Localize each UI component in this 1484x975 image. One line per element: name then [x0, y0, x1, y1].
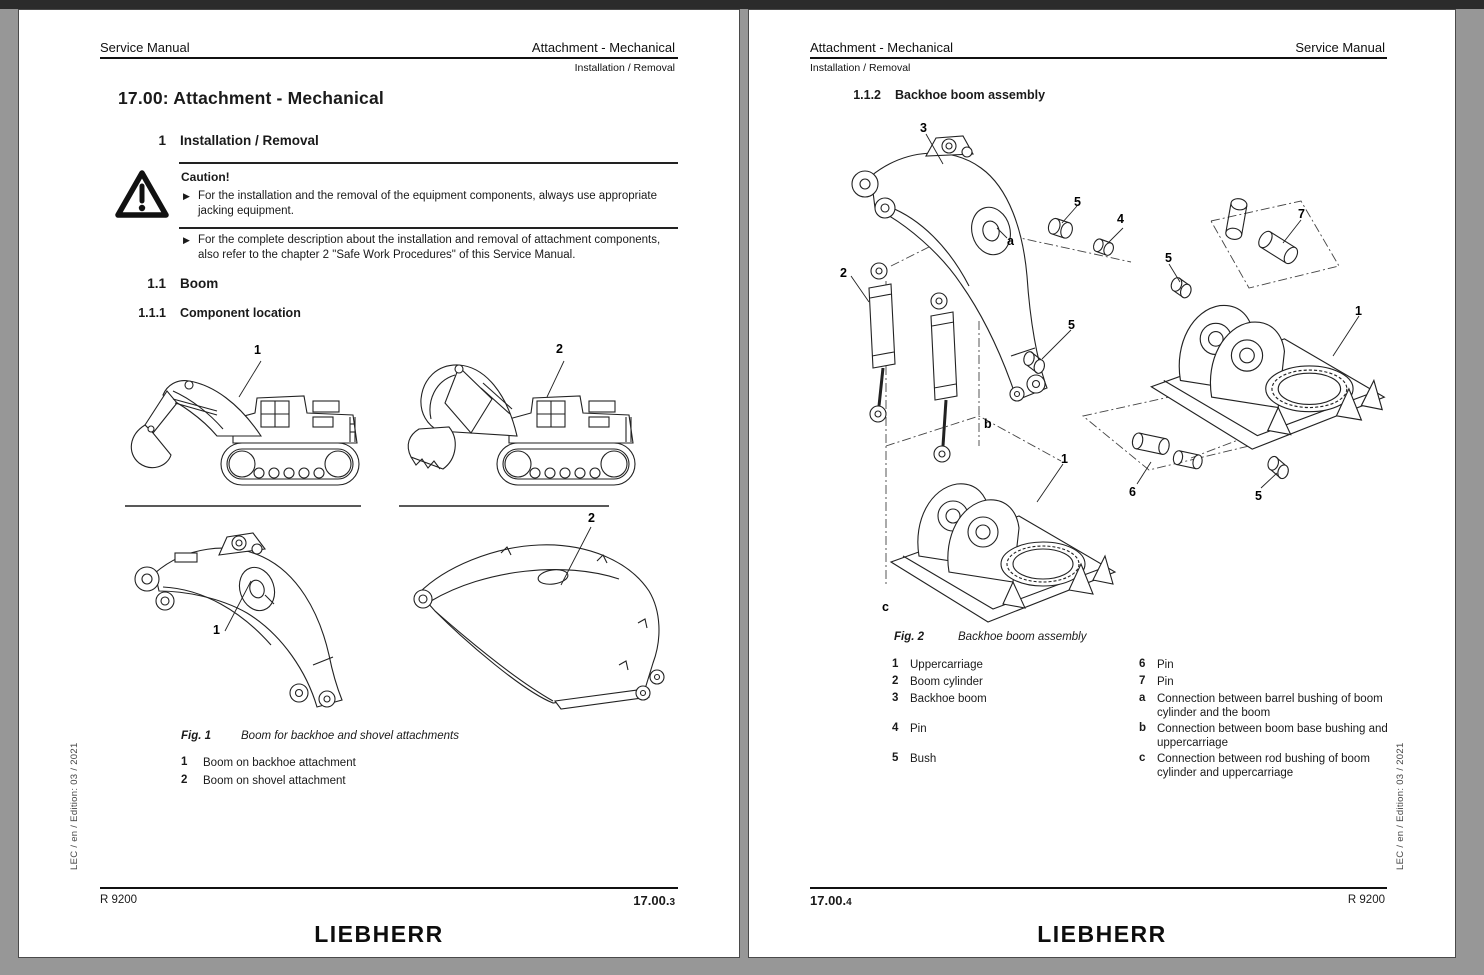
section-label: Backhoe boom assembly — [895, 88, 1046, 102]
header-rule — [810, 57, 1387, 59]
legend-text: Connection between boom base bushing and… — [1157, 723, 1388, 749]
legend-number: 2 — [892, 675, 899, 687]
legend-text: Boom on shovel attachment — [203, 775, 346, 787]
legend-number: 2 — [181, 774, 188, 786]
legend-number: 1 — [181, 756, 188, 768]
footer-model: R 9200 — [100, 894, 138, 906]
footer-chapter: 17.00. — [810, 893, 847, 908]
figure-callout: 6 — [1129, 485, 1136, 499]
subsubsection-label: Component location — [180, 306, 301, 320]
liebherr-logo: LIEBHERR — [1037, 920, 1167, 948]
figure-callout: c — [882, 600, 889, 614]
footer-rule — [810, 887, 1387, 889]
window-top-strip — [0, 0, 1484, 9]
subsection-number: 1.1 — [147, 276, 166, 291]
section-number: 1.1.2 — [853, 88, 881, 102]
footer-page-number: 17.00.4 — [810, 892, 852, 910]
figure2-drawing — [831, 116, 1396, 636]
warning-triangle-icon — [113, 168, 171, 222]
caution-rule-mid — [179, 227, 678, 229]
caution-title: Caution! — [181, 170, 230, 184]
running-header-left: Service Manual — [100, 40, 190, 55]
liebherr-logo: LIEBHERR — [314, 920, 444, 948]
subsubsection-heading: 1.1.1 Component location — [118, 306, 301, 320]
section-number: 1 — [158, 133, 166, 148]
bullet-arrow-icon: ▶ — [183, 191, 190, 201]
running-header-left: Attachment - Mechanical — [810, 40, 954, 55]
legend-text: Bush — [910, 753, 937, 765]
footer-chapter: 17.00. — [633, 893, 670, 908]
figure-callout: 5 — [1255, 489, 1262, 503]
figure-callout: 5 — [1074, 195, 1081, 209]
figure-callout: 1 — [1355, 304, 1362, 318]
running-header-right: Service Manual — [1295, 40, 1385, 55]
footer-page: 3 — [669, 897, 675, 908]
caution-item: For the complete description about the i… — [198, 234, 661, 261]
legend-number: a — [1139, 692, 1146, 704]
figure-callout: 1 — [254, 343, 261, 357]
caution-item: For the installation and the removal of … — [198, 190, 657, 217]
bullet-arrow-icon: ▶ — [183, 235, 190, 245]
chapter-title: 17.00: Attachment - Mechanical — [118, 88, 384, 108]
subsection-heading: 1.1 Boom — [118, 276, 218, 291]
footer-page-number: 17.00.3 — [633, 892, 675, 910]
manual-page-right: Attachment - Mechanical Service Manual I… — [748, 9, 1456, 958]
figure-callout: 5 — [1165, 251, 1172, 265]
figure-callout: 1 — [1061, 452, 1068, 466]
edition-note: LEC / en / Edition: 03 / 2021 — [1395, 742, 1406, 870]
legend-text: Pin — [1157, 676, 1174, 688]
figure-callout: 2 — [556, 342, 563, 356]
subsubsection-number: 1.1.1 — [138, 306, 166, 320]
figure-callout: 2 — [588, 511, 595, 525]
figure-callout: b — [984, 417, 992, 431]
subsection-label: Boom — [180, 276, 219, 291]
figure-callout: 1 — [213, 623, 220, 637]
figure-caption: Boom for backhoe and shovel attachments — [241, 730, 459, 742]
figure-callout: 7 — [1298, 207, 1305, 221]
legend-number: b — [1139, 722, 1147, 734]
legend-text: Pin — [1157, 659, 1174, 671]
section-heading: 1.1.2 Backhoe boom assembly — [833, 88, 1045, 102]
legend-number: 3 — [892, 692, 899, 704]
figure-callout: 4 — [1117, 212, 1124, 226]
edition-note: LEC / en / Edition: 03 / 2021 — [69, 742, 80, 870]
section-heading: 1 Installation / Removal — [118, 133, 319, 148]
legend-number: 7 — [1139, 675, 1146, 687]
legend-number: 5 — [892, 752, 899, 764]
section-label: Installation / Removal — [180, 133, 319, 148]
running-header-sub: Installation / Removal — [574, 62, 675, 74]
caution-rule-top — [179, 162, 678, 164]
running-header-sub: Installation / Removal — [810, 62, 911, 74]
legend-text: Uppercarriage — [910, 659, 983, 671]
running-header-right: Attachment - Mechanical — [531, 40, 675, 55]
figure-caption-tag: Fig. 1 — [181, 730, 212, 742]
legend-text: Connection between rod bushing of boom c… — [1157, 753, 1370, 779]
manual-page-left: Service Manual Attachment - Mechanical I… — [18, 9, 740, 958]
figure-callout: 3 — [920, 121, 927, 135]
legend-text: Backhoe boom — [910, 693, 987, 705]
footer-page: 4 — [846, 897, 852, 908]
figure-callout: a — [1007, 234, 1014, 248]
legend-number: 6 — [1139, 658, 1146, 670]
legend-text: Boom on backhoe attachment — [203, 757, 356, 769]
footer-rule — [100, 887, 678, 889]
legend-number: c — [1139, 752, 1146, 764]
figure-caption: Backhoe boom assembly — [958, 631, 1087, 643]
figure-caption-tag: Fig. 2 — [894, 631, 925, 643]
figure-callout: 5 — [1068, 318, 1075, 332]
legend-text: Connection between barrel bushing of boo… — [1157, 693, 1383, 719]
figure1-drawing — [109, 335, 689, 735]
legend-number: 4 — [892, 722, 899, 734]
legend-text: Pin — [910, 723, 927, 735]
header-rule — [100, 57, 678, 59]
figure-callout: 2 — [840, 266, 847, 280]
legend-number: 1 — [892, 658, 899, 670]
legend-text: Boom cylinder — [910, 676, 983, 688]
footer-model: R 9200 — [1347, 894, 1385, 906]
